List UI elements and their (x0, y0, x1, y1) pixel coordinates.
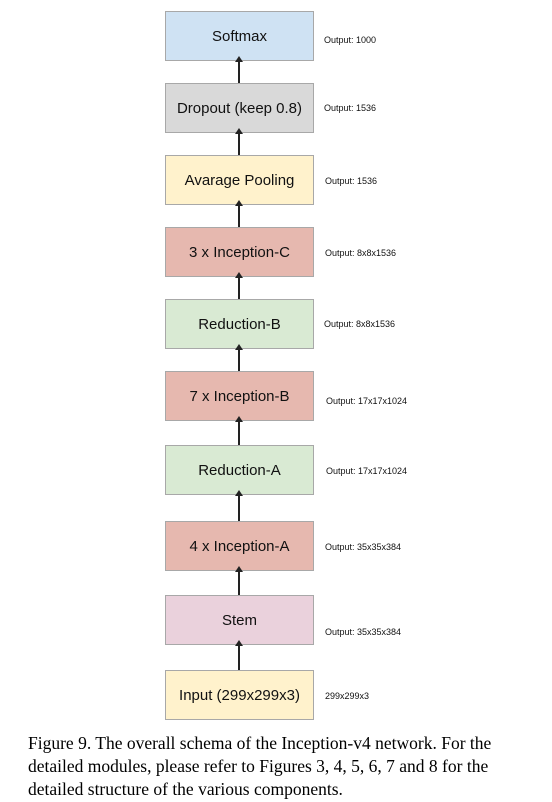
output-label-reduction-b: Output: 8x8x1536 (324, 319, 396, 329)
arrow-reduction-a-to-inception-b (235, 416, 243, 445)
output-label-inception-a: Output: 35x35x384 (325, 542, 402, 552)
layer-input-box: Input (299x299x3) (165, 670, 314, 720)
layer-dropout-box: Dropout (keep 0.8) (165, 83, 314, 133)
output-label-reduction-a: Output: 17x17x1024 (326, 466, 408, 476)
arrow-dropout-to-softmax (235, 56, 243, 83)
layer-softmax-box: Softmax (165, 11, 314, 61)
arrow-input-to-stem (235, 640, 243, 670)
layer-avg-pool-box: Avarage Pooling (165, 155, 314, 205)
figure-caption: Figure 9. The overall schema of the Ince… (28, 733, 492, 799)
output-label-inception-c: Output: 8x8x1536 (325, 248, 397, 258)
output-label-softmax: Output: 1000 (324, 35, 377, 45)
output-label-stem: Output: 35x35x384 (325, 627, 402, 637)
output-label-inception-b: Output: 17x17x1024 (326, 396, 408, 406)
layer-stem-box: Stem (165, 595, 314, 645)
layer-reduction-a-box: Reduction-A (165, 445, 314, 495)
arrow-avg-pool-to-dropout (235, 128, 243, 155)
arrow-inception-a-to-reduction-a (235, 490, 243, 521)
layer-inception-b-box: 7 x Inception-B (165, 371, 314, 421)
output-label-input: 299x299x3 (325, 691, 370, 701)
layer-inception-a-box: 4 x Inception-A (165, 521, 314, 571)
arrow-stem-to-inception-a (235, 566, 243, 595)
output-label-avg-pool: Output: 1536 (325, 176, 378, 186)
arrow-inception-c-to-avg-pool (235, 200, 243, 227)
arrow-inception-b-to-reduction-b (235, 344, 243, 371)
output-label-dropout: Output: 1536 (324, 103, 377, 113)
layer-inception-c-box: 3 x Inception-C (165, 227, 314, 277)
layer-reduction-b-box: Reduction-B (165, 299, 314, 349)
arrow-reduction-b-to-inception-c (235, 272, 243, 299)
